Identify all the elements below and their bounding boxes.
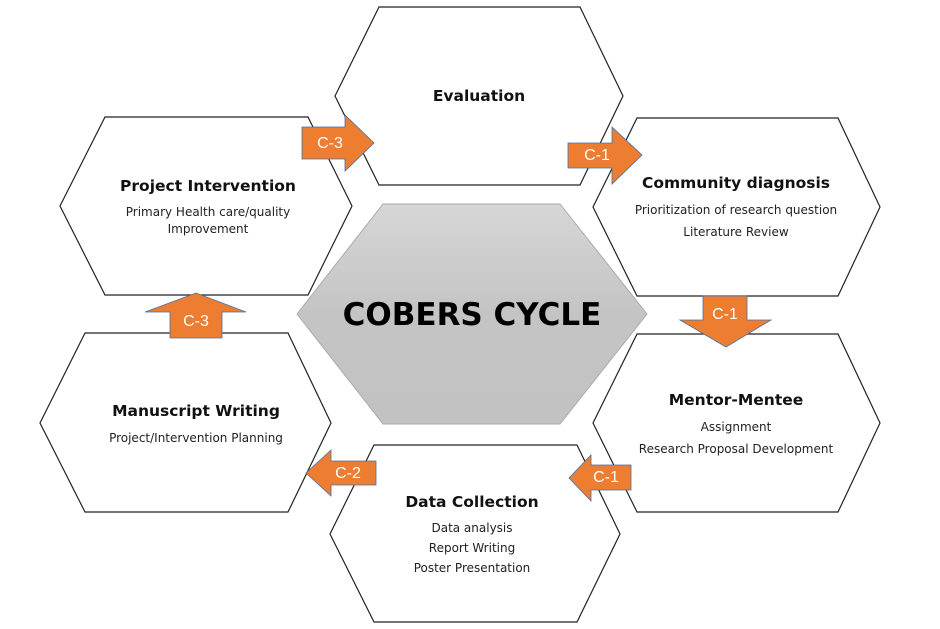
node-title: Mentor-Mentee bbox=[669, 391, 804, 409]
arrow-manuscript-to-project: C-3 bbox=[144, 292, 247, 339]
node-mentor-mentee: Mentor-Mentee Assignment Research Propos… bbox=[592, 333, 881, 513]
arrow-label: C-1 bbox=[593, 469, 619, 486]
node-line: Prioritization of research question bbox=[635, 203, 837, 217]
node-line: Report Writing bbox=[429, 541, 515, 555]
arrow-label: C-1 bbox=[584, 147, 610, 164]
node-title: Data Collection bbox=[405, 493, 538, 511]
center-hexagon: COBERS CYCLE bbox=[296, 203, 648, 425]
node-title: Manuscript Writing bbox=[112, 402, 280, 420]
node-data-collection: Data Collection Data analysis Report Wri… bbox=[329, 444, 621, 623]
node-community-diagnosis: Community diagnosis Prioritization of re… bbox=[592, 117, 881, 297]
node-line: Improvement bbox=[168, 222, 249, 236]
node-line: Literature Review bbox=[683, 225, 789, 239]
arrow-label: C-3 bbox=[317, 135, 343, 152]
arrow-evaluation-to-community: C-1 bbox=[567, 126, 643, 185]
node-project-intervention: Project Intervention Primary Health care… bbox=[59, 116, 353, 296]
node-line: Data analysis bbox=[431, 521, 512, 535]
node-line: Primary Health care/quality bbox=[126, 205, 291, 219]
arrow-label: C-3 bbox=[183, 313, 209, 330]
node-title: Project Intervention bbox=[120, 177, 296, 195]
node-title: Evaluation bbox=[433, 87, 525, 105]
node-line: Project/Intervention Planning bbox=[109, 431, 283, 445]
arrow-community-to-mentor: C-1 bbox=[678, 295, 773, 348]
node-manuscript-writing: Manuscript Writing Project/Intervention … bbox=[39, 332, 332, 513]
arrow-label: C-2 bbox=[335, 465, 361, 482]
node-evaluation: Evaluation bbox=[334, 6, 624, 186]
node-line: Assignment bbox=[701, 420, 772, 434]
arrow-project-to-evaluation: C-3 bbox=[301, 114, 375, 172]
node-line: Research Proposal Development bbox=[639, 442, 834, 456]
node-title: Community diagnosis bbox=[642, 174, 830, 192]
arrow-data-to-manuscript: C-2 bbox=[305, 449, 377, 497]
node-line: Poster Presentation bbox=[414, 561, 531, 575]
arrow-label: C-1 bbox=[712, 306, 738, 323]
center-title: COBERS CYCLE bbox=[343, 297, 602, 333]
arrow-mentor-to-data: C-1 bbox=[568, 454, 632, 502]
